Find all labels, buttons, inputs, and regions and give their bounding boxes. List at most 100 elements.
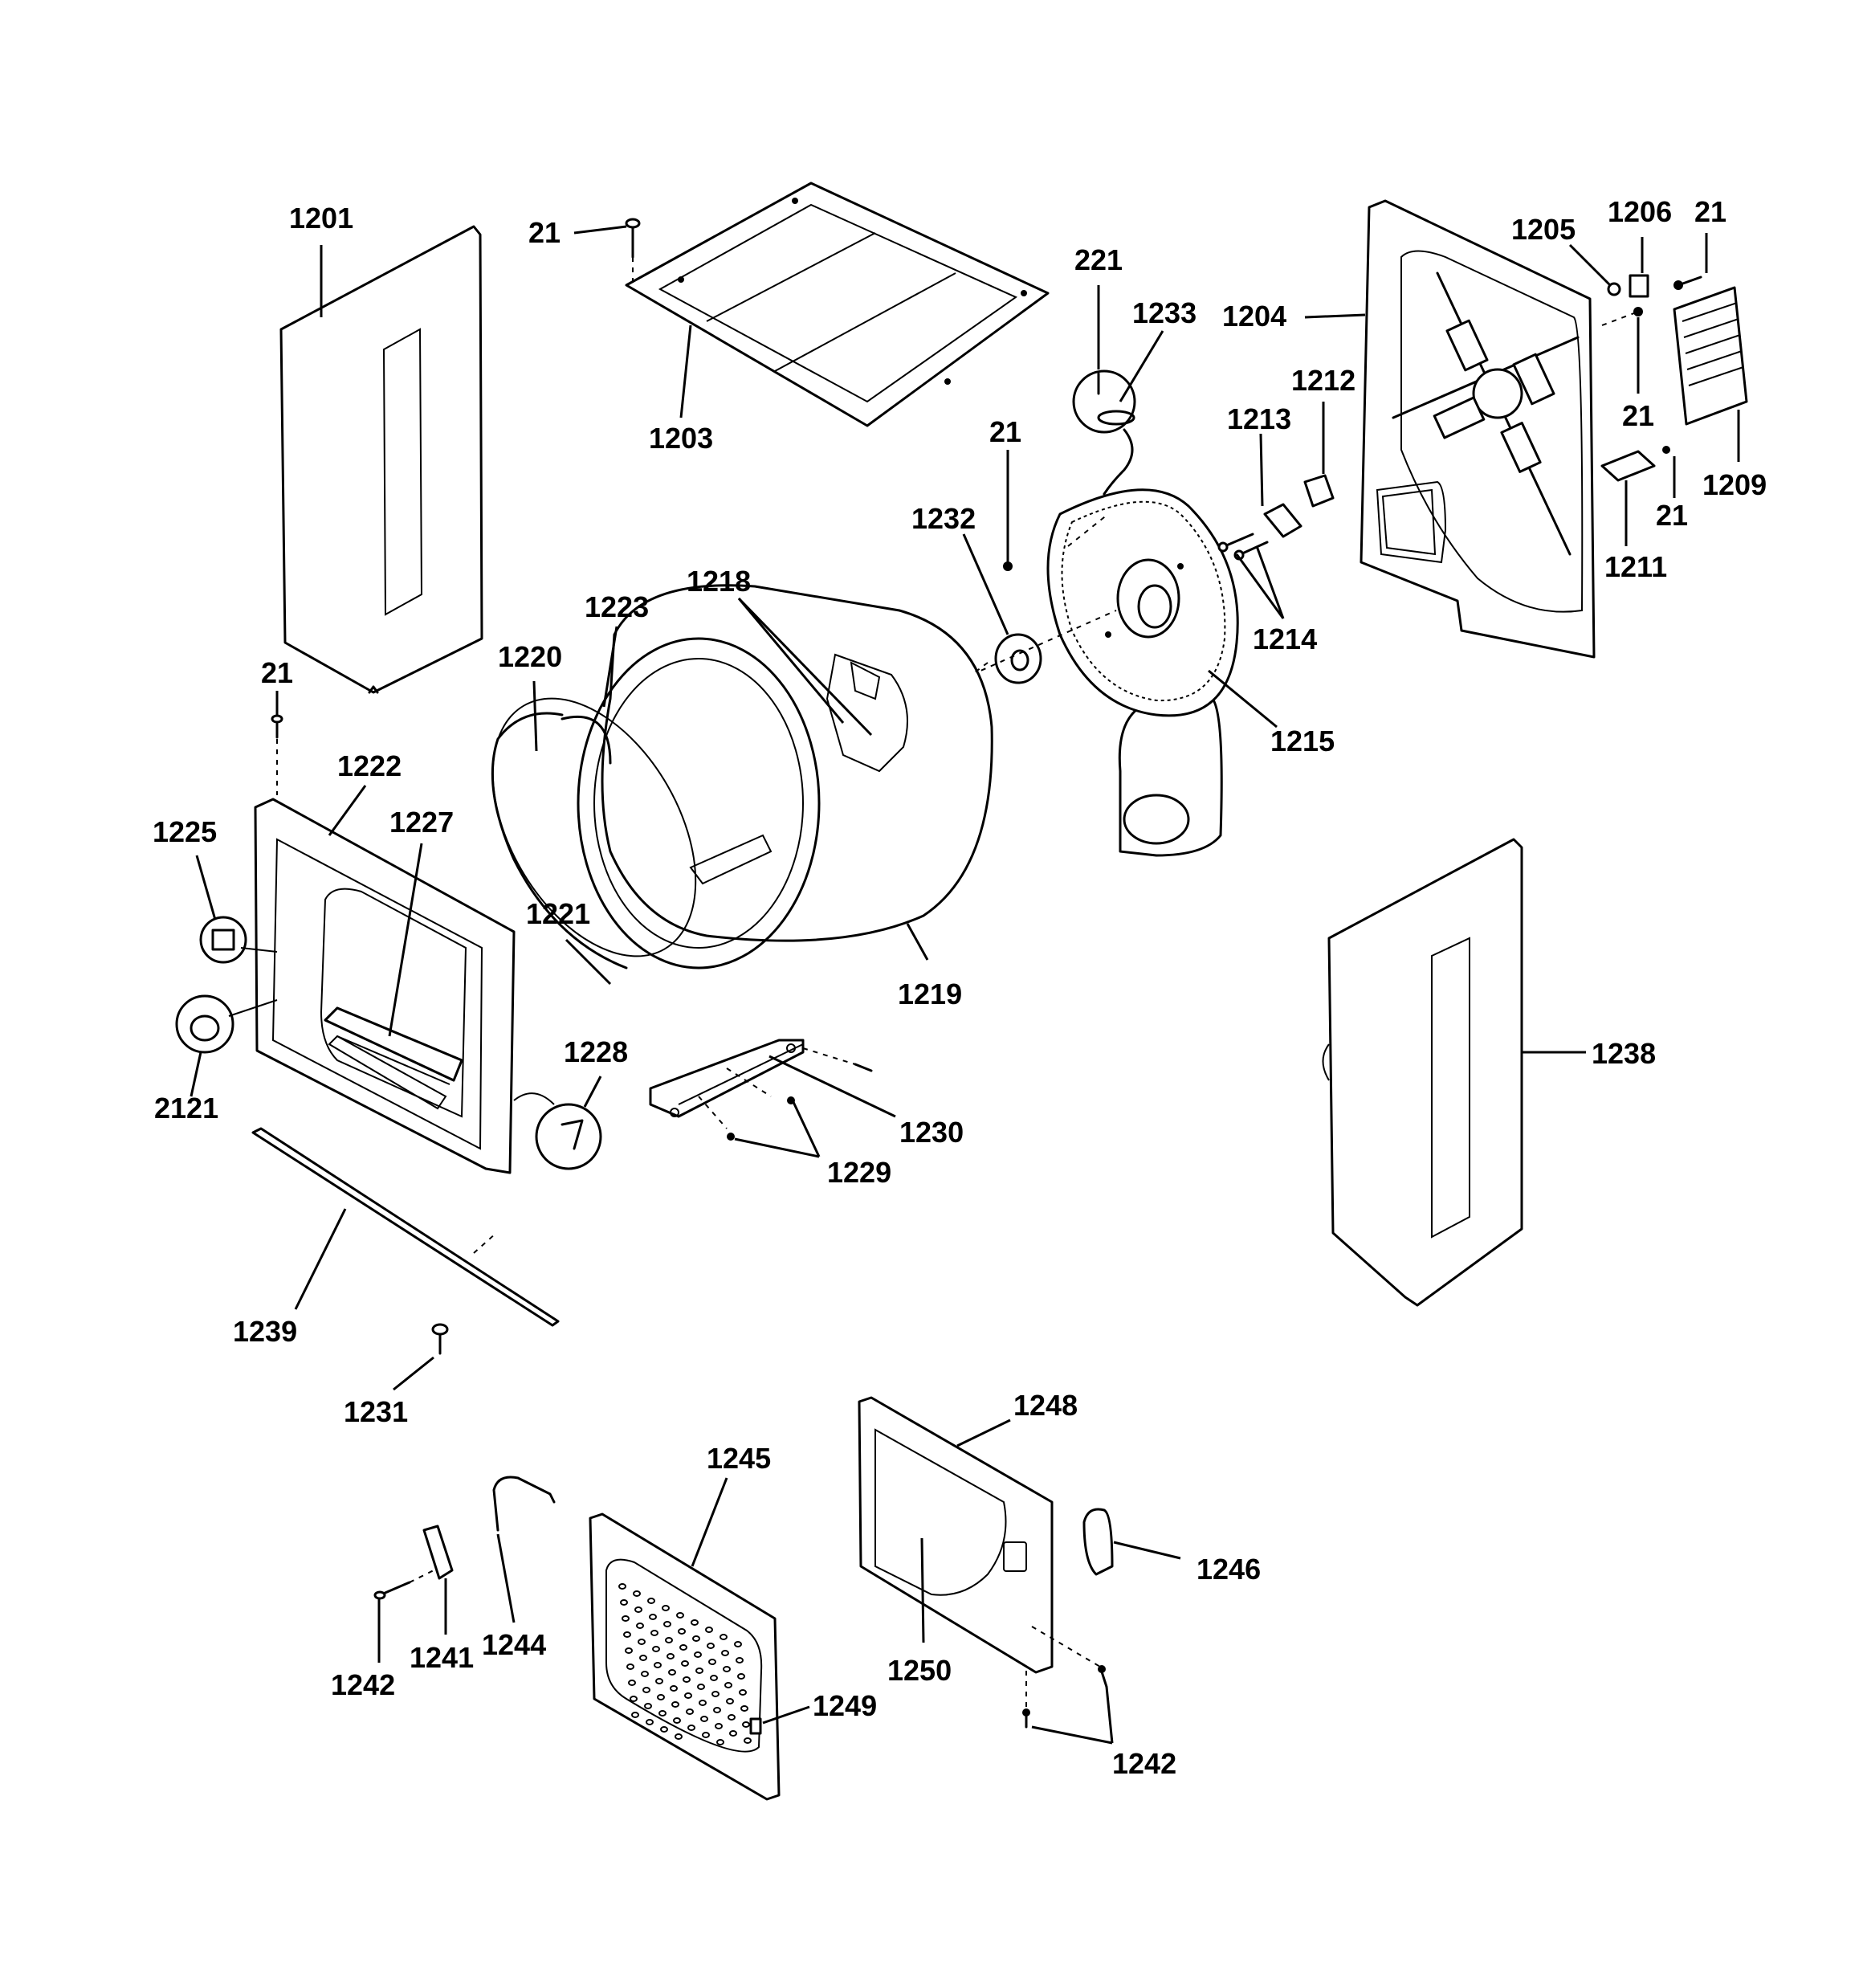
part-rear-small-hardware [1600, 274, 1702, 482]
perforation-dot [686, 1708, 694, 1715]
callout-1242-right: 1242 [1112, 1747, 1176, 1780]
perforation-dot [647, 1598, 655, 1604]
callout-1249: 1249 [813, 1689, 877, 1722]
perforation-dot [675, 1733, 683, 1740]
callout-2121: 2121 [154, 1092, 218, 1125]
callout-1220: 1220 [498, 640, 562, 673]
callout-1211: 1211 [1604, 550, 1667, 583]
perforation-dot [665, 1637, 673, 1643]
assembly-guide-lines [271, 513, 1109, 795]
part-side-panel-left [279, 225, 483, 694]
perforation-dot [705, 1627, 713, 1633]
callout-21-top: 21 [528, 216, 561, 249]
perforation-dot [650, 1630, 658, 1636]
perforation-dot [711, 1691, 720, 1697]
perforation-dot [699, 1700, 707, 1706]
perforation-dot [638, 1639, 646, 1645]
perforation-dot [744, 1737, 752, 1744]
perforation-dot [707, 1643, 715, 1649]
perforation-dot [716, 1739, 724, 1745]
perforation-dot [681, 1660, 689, 1667]
callout-1215: 1215 [1270, 725, 1335, 757]
callout-1212: 1212 [1291, 364, 1355, 397]
callout-1250: 1250 [887, 1654, 952, 1687]
part-hinge [373, 1525, 454, 1600]
perforation-dot [663, 1621, 671, 1627]
perforation-dot [729, 1730, 737, 1737]
callout-21-right: 21 [1656, 499, 1688, 532]
part-door-switch [175, 916, 278, 1054]
perforation-dot [702, 1732, 710, 1738]
perforation-dot [623, 1631, 631, 1638]
perforation-dot [734, 1641, 742, 1647]
perforation-dot [639, 1655, 647, 1661]
perforation-dot [633, 1590, 641, 1597]
perforation-dot [726, 1698, 734, 1704]
callout-1244: 1244 [482, 1628, 546, 1661]
callout-1213: 1213 [1227, 402, 1291, 435]
callout-1205: 1205 [1511, 213, 1576, 246]
callout-1225: 1225 [153, 815, 217, 848]
part-top-panel [625, 182, 1050, 427]
callout-1242-left: 1242 [331, 1668, 395, 1701]
callout-1201: 1201 [289, 202, 353, 235]
perforation-dot [618, 1583, 626, 1590]
callout-1209: 1209 [1702, 468, 1767, 501]
perforation-dot [673, 1717, 681, 1724]
perforation-dot [649, 1614, 657, 1620]
part-door-inner-panel [858, 1396, 1054, 1674]
callout-1204: 1204 [1222, 300, 1286, 333]
part-side-panel-right [1322, 838, 1523, 1307]
part-switch-bracket [513, 1092, 602, 1170]
perforation-dot [668, 1669, 676, 1676]
callout-1232: 1232 [911, 502, 976, 535]
door-perforation-pattern [618, 1583, 752, 1745]
part-bearing [971, 610, 1117, 684]
callout-1203: 1203 [649, 422, 713, 455]
part-drum [577, 584, 993, 970]
perforation-dot [670, 1685, 678, 1692]
callout-1231: 1231 [344, 1395, 408, 1428]
perforation-dot [700, 1716, 708, 1722]
perforation-dot [721, 1650, 729, 1656]
part-support-bracket [649, 1039, 873, 1141]
perforation-dot [715, 1723, 723, 1729]
callout-1245: 1245 [707, 1442, 771, 1475]
part-strike-wire [492, 1476, 556, 1532]
perforation-dot [660, 1726, 668, 1733]
callout-leader-lines [190, 225, 1740, 1745]
perforation-dot [628, 1680, 636, 1686]
callout-1233: 1233 [1132, 296, 1196, 329]
part-vent-grille [1673, 286, 1748, 426]
callout-1238: 1238 [1592, 1037, 1656, 1070]
callout-1223: 1223 [585, 590, 649, 623]
part-door-outer-panel [589, 1512, 781, 1801]
perforation-dot [642, 1687, 650, 1693]
perforation-dot [658, 1710, 667, 1717]
part-drum-seals [491, 697, 697, 970]
perforation-dot [724, 1682, 732, 1688]
perforation-dot [710, 1675, 718, 1681]
perforation-dot [720, 1634, 728, 1640]
perforation-dot [684, 1692, 692, 1699]
callout-21-mid: 21 [989, 415, 1021, 448]
perforation-dot [740, 1705, 748, 1712]
perforation-dot [671, 1701, 679, 1708]
callout-1248: 1248 [1013, 1389, 1078, 1422]
part-lint-filter [324, 1006, 463, 1082]
callout-1222: 1222 [337, 749, 402, 782]
part-rear-bulkhead [1046, 488, 1239, 857]
perforation-dot [662, 1605, 670, 1611]
callout-1221: 1221 [526, 897, 590, 930]
callout-21-under-1206: 21 [1622, 399, 1654, 432]
perforation-dot [739, 1689, 747, 1696]
callout-1246: 1246 [1196, 1553, 1261, 1586]
perforation-dot [636, 1623, 644, 1629]
perforation-dot [654, 1662, 662, 1668]
perforation-dot [641, 1671, 649, 1677]
part-toe-kick [251, 1127, 560, 1355]
perforation-dot [692, 1635, 700, 1642]
perforation-dot [713, 1707, 721, 1713]
callout-221: 221 [1074, 243, 1123, 276]
